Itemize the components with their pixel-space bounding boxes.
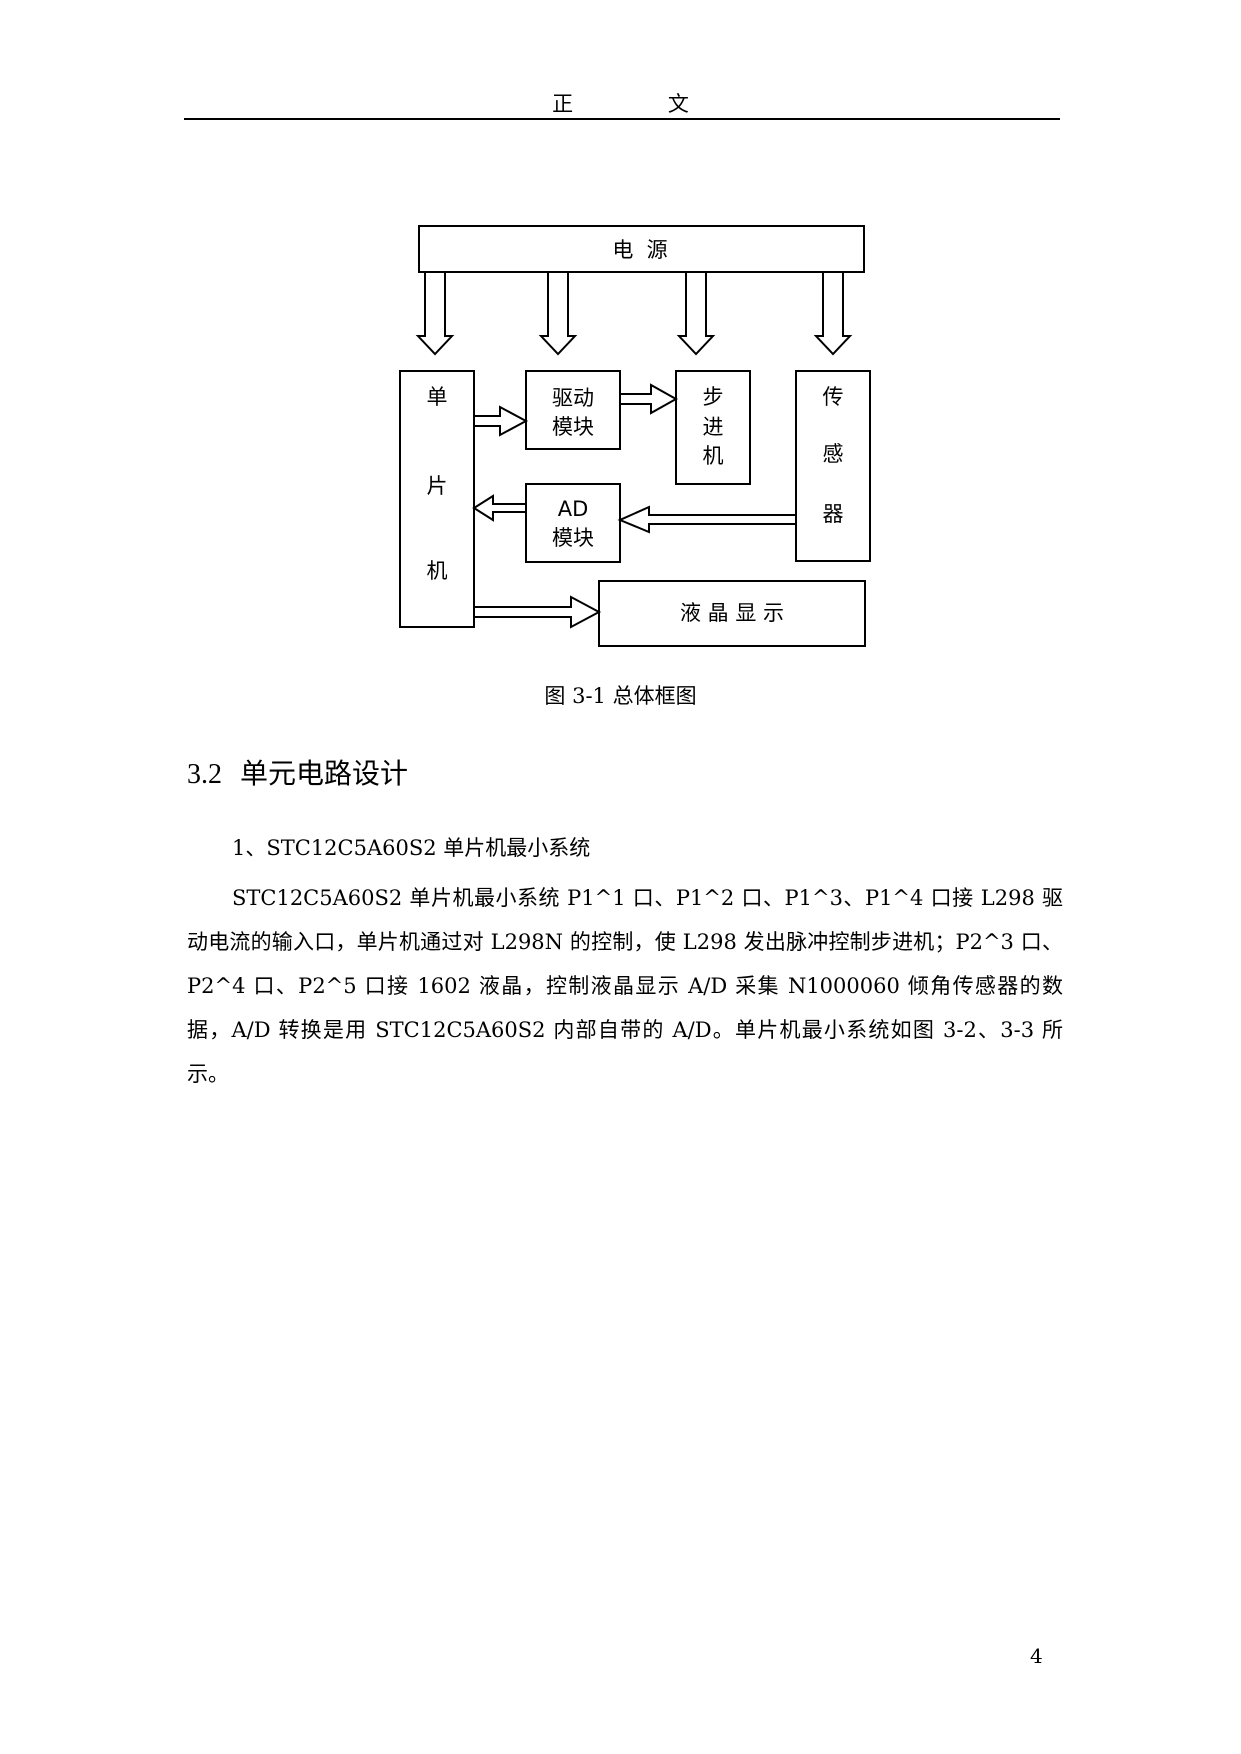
mcu-label-3: 机	[427, 559, 448, 583]
stepper-box	[675, 370, 751, 485]
stepper-label-3: 机	[703, 444, 724, 468]
arrow-power-to-sensor	[813, 272, 853, 356]
arrow-power-to-driver	[538, 272, 578, 356]
mcu-label-1: 单	[427, 385, 448, 409]
ad-label-1: AD	[558, 497, 589, 521]
stepper-label-2: 进	[703, 415, 724, 439]
figure-caption: 图 3-1 总体框图	[544, 684, 697, 708]
subsection-heading: 1、STC12C5A60S2 单片机最小系统	[232, 836, 591, 860]
sensor-label-2: 感	[823, 442, 844, 466]
power-label: 电 源	[612, 238, 667, 262]
power-supply-box	[418, 225, 865, 273]
page-number: 4	[1030, 1644, 1043, 1668]
driver-label-2: 模块	[552, 415, 594, 439]
stepper-label-1: 步	[703, 385, 724, 409]
section-title: 单元电路设计	[240, 757, 409, 790]
arrow-mcu-to-lcd	[474, 595, 602, 629]
header-rule	[184, 118, 1060, 120]
arrow-sensor-to-ad	[617, 505, 796, 534]
section-heading: 3.2 单元电路设计	[187, 752, 408, 792]
sensor-label-3: 器	[823, 502, 844, 526]
mcu-box	[399, 370, 475, 628]
block-diagram: 电 源 单 片 机 驱动 模块 步 进 机 传 感 器 AD 模块 液 晶 显 …	[399, 225, 871, 647]
ad-label-2: 模块	[552, 526, 594, 550]
sensor-box	[795, 370, 871, 562]
sensor-label-1: 传	[823, 385, 844, 409]
ad-box	[525, 483, 621, 563]
arrow-mcu-to-driver	[474, 405, 529, 437]
arrow-driver-to-stepper	[620, 383, 679, 415]
lcd-box	[598, 580, 866, 647]
arrow-power-to-mcu	[415, 272, 455, 356]
arrow-power-to-stepper	[676, 272, 716, 356]
section-number: 3.2	[187, 759, 222, 790]
driver-label-1: 驱动	[552, 386, 594, 410]
driver-box	[525, 370, 621, 450]
body-paragraph: STC12C5A60S2 单片机最小系统 P1^1 口、P1^2 口、P1^3、…	[187, 886, 1063, 1086]
arrow-ad-to-mcu	[472, 494, 526, 522]
running-header: 正 文	[552, 92, 733, 116]
lcd-label: 液 晶 显 示	[680, 601, 784, 625]
mcu-label-2: 片	[427, 474, 448, 498]
